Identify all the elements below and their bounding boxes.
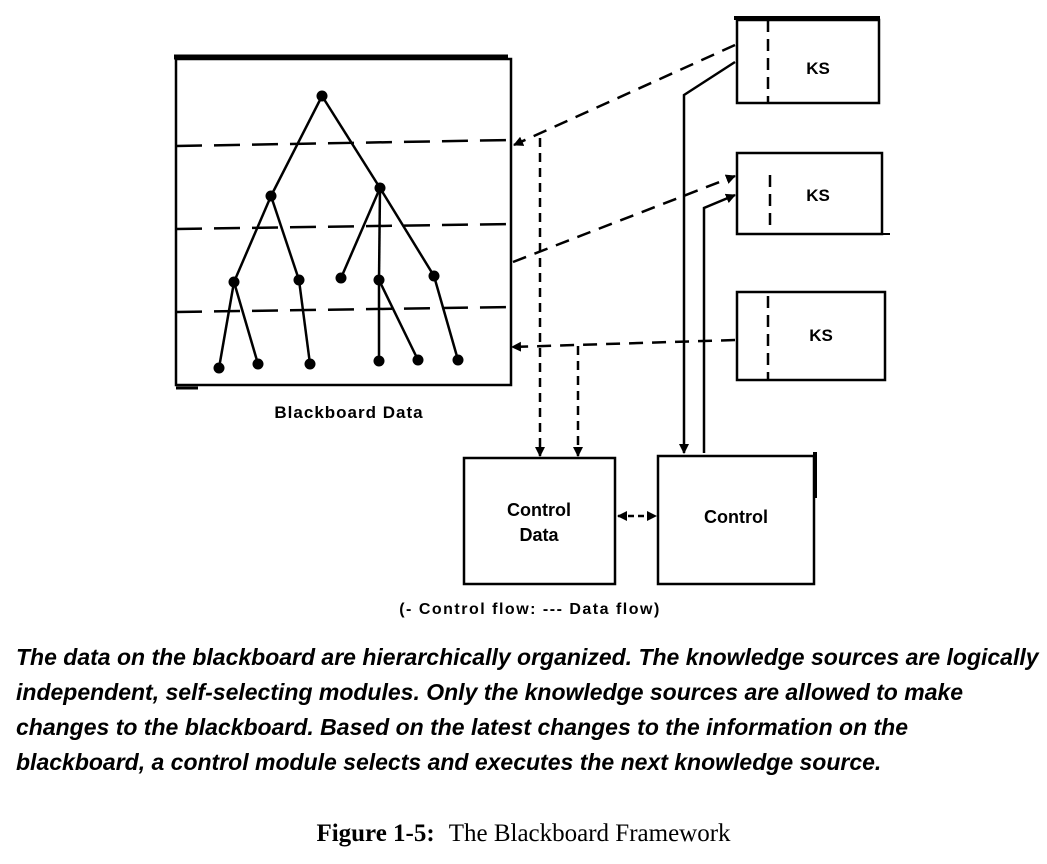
figure-title: The Blackboard Framework — [448, 820, 731, 847]
ks-1-label: KS — [806, 59, 830, 78]
ks3-to-blackboard-arrow — [511, 338, 736, 352]
knowledge-source-3: KS — [735, 290, 887, 382]
knowledge-source-1: KS — [734, 16, 881, 105]
control-data-label-line2: Data — [519, 525, 559, 545]
data-flow-arrows — [511, 43, 736, 521]
control-label: Control — [704, 507, 768, 527]
figure-caption: Figure 1-5: The Blackboard Framework — [0, 820, 1047, 848]
blackboard-label: Blackboard Data — [274, 403, 423, 422]
control-box: Control — [656, 452, 817, 586]
ks-2-label: KS — [806, 186, 830, 205]
blackboard-diagram: Blackboard Data KS KS KS Control Data Co… — [174, 16, 890, 618]
figure-number: Figure 1-5: — [316, 820, 435, 847]
blackboard-box — [174, 54, 513, 390]
control-data-label-line1: Control — [507, 500, 571, 520]
control-data-box: Control Data — [462, 456, 617, 586]
ks1-to-control-arrow — [679, 60, 736, 454]
flow-legend: (- Control flow: --- Data flow) — [399, 601, 661, 618]
ks-3-label: KS — [809, 326, 833, 345]
blackboard-level-dividers — [175, 138, 512, 314]
control-to-ks2-arrow — [702, 193, 736, 453]
caption-paragraph: The data on the blackboard are hierarchi… — [16, 644, 1039, 775]
control-flow-arrows — [679, 60, 736, 454]
knowledge-source-2: KS — [735, 151, 890, 236]
hierarchy-tree — [217, 95, 460, 369]
blackboard-to-ks2-arrow — [512, 174, 736, 264]
tree-nodes — [213, 90, 464, 374]
ks1-to-blackboard-arrow — [513, 43, 736, 147]
